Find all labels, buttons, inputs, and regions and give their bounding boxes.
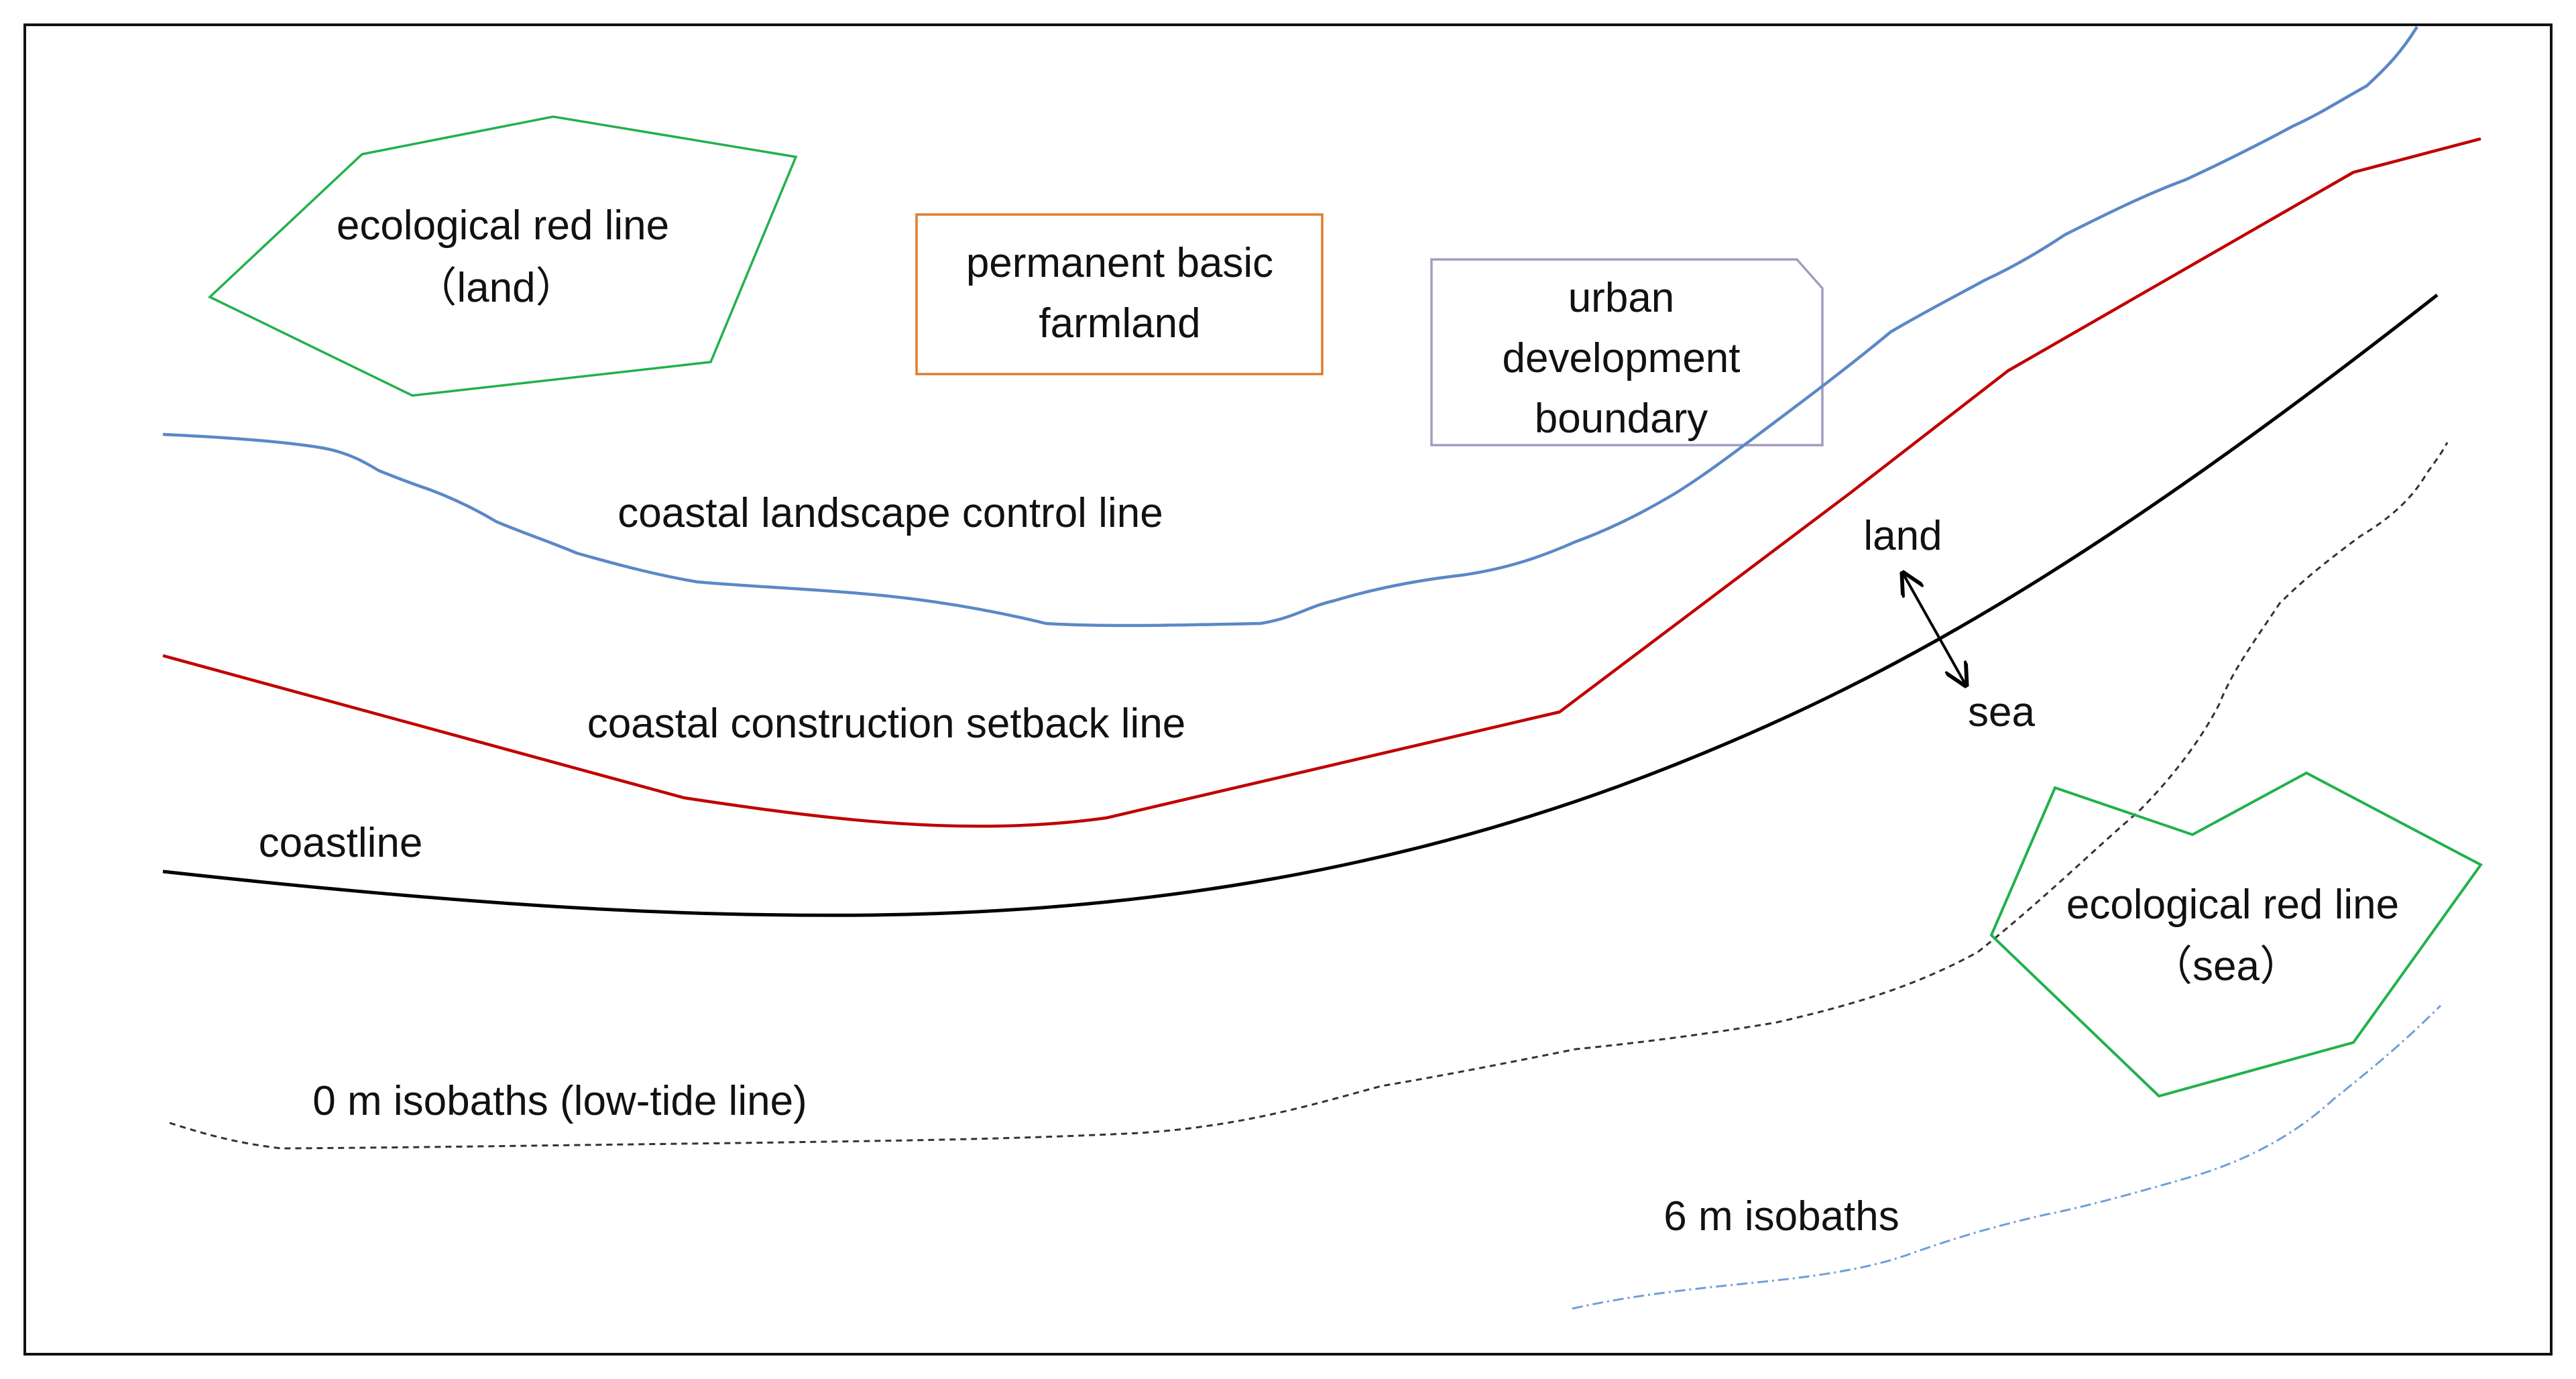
zero-meter-isobath-label: 0 m isobaths (low-tide line): [312, 1078, 807, 1124]
six-meter-isobath-label: 6 m isobaths: [1663, 1193, 1899, 1240]
diagram-frame: [23, 23, 2553, 1356]
coastline: [162, 294, 2439, 917]
urban-development-boundary-label-1: urban: [1568, 275, 1675, 321]
ecological-red-line-sea-label: ecological red line: [2066, 882, 2399, 928]
urban-development-boundary-label-3: boundary: [1535, 396, 1708, 442]
land-label: land: [1863, 513, 1942, 559]
coastal-landscape-control-line: [162, 25, 2418, 627]
six-meter-isobath-line: [1572, 1004, 2442, 1310]
permanent-basic-farmland-sublabel: farmland: [1039, 300, 1200, 347]
sea-label: sea: [1968, 689, 2035, 735]
permanent-basic-farmland-box: [915, 213, 1324, 375]
ecological-red-line-land-label: ecological red line: [337, 202, 669, 249]
ecological-red-line-sea-sublabel: （sea）: [2151, 943, 2301, 990]
coastal-construction-setback-line-label: coastal construction setback line: [587, 701, 1186, 747]
coastal-landscape-control-line-label: coastal landscape control line: [618, 490, 1163, 536]
coastline-label: coastline: [259, 820, 423, 866]
ecological-red-line-land-sublabel: （land）: [415, 265, 577, 311]
ecological-red-line-land-boundary: [207, 115, 798, 397]
land-sea-double-arrow: [1903, 573, 1966, 685]
zero-meter-isobath-line: [169, 442, 2449, 1150]
urban-development-boundary-box: [1430, 258, 1824, 446]
coastal-construction-setback-line: [162, 137, 2481, 828]
ecological-red-line-sea-boundary: [1989, 771, 2483, 1098]
permanent-basic-farmland-label: permanent basic: [966, 240, 1273, 286]
urban-development-boundary-label-2: development: [1502, 335, 1740, 381]
